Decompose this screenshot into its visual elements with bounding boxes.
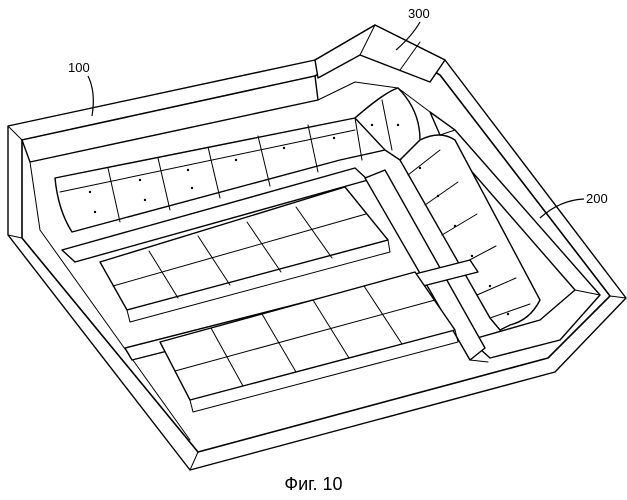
ref-300-label: 300 (408, 6, 430, 21)
figure-caption: Фиг. 10 (0, 474, 627, 495)
ref-100-label: 100 (68, 60, 90, 75)
ref-100: 100 (68, 60, 93, 116)
ref-200-label: 200 (586, 191, 608, 206)
